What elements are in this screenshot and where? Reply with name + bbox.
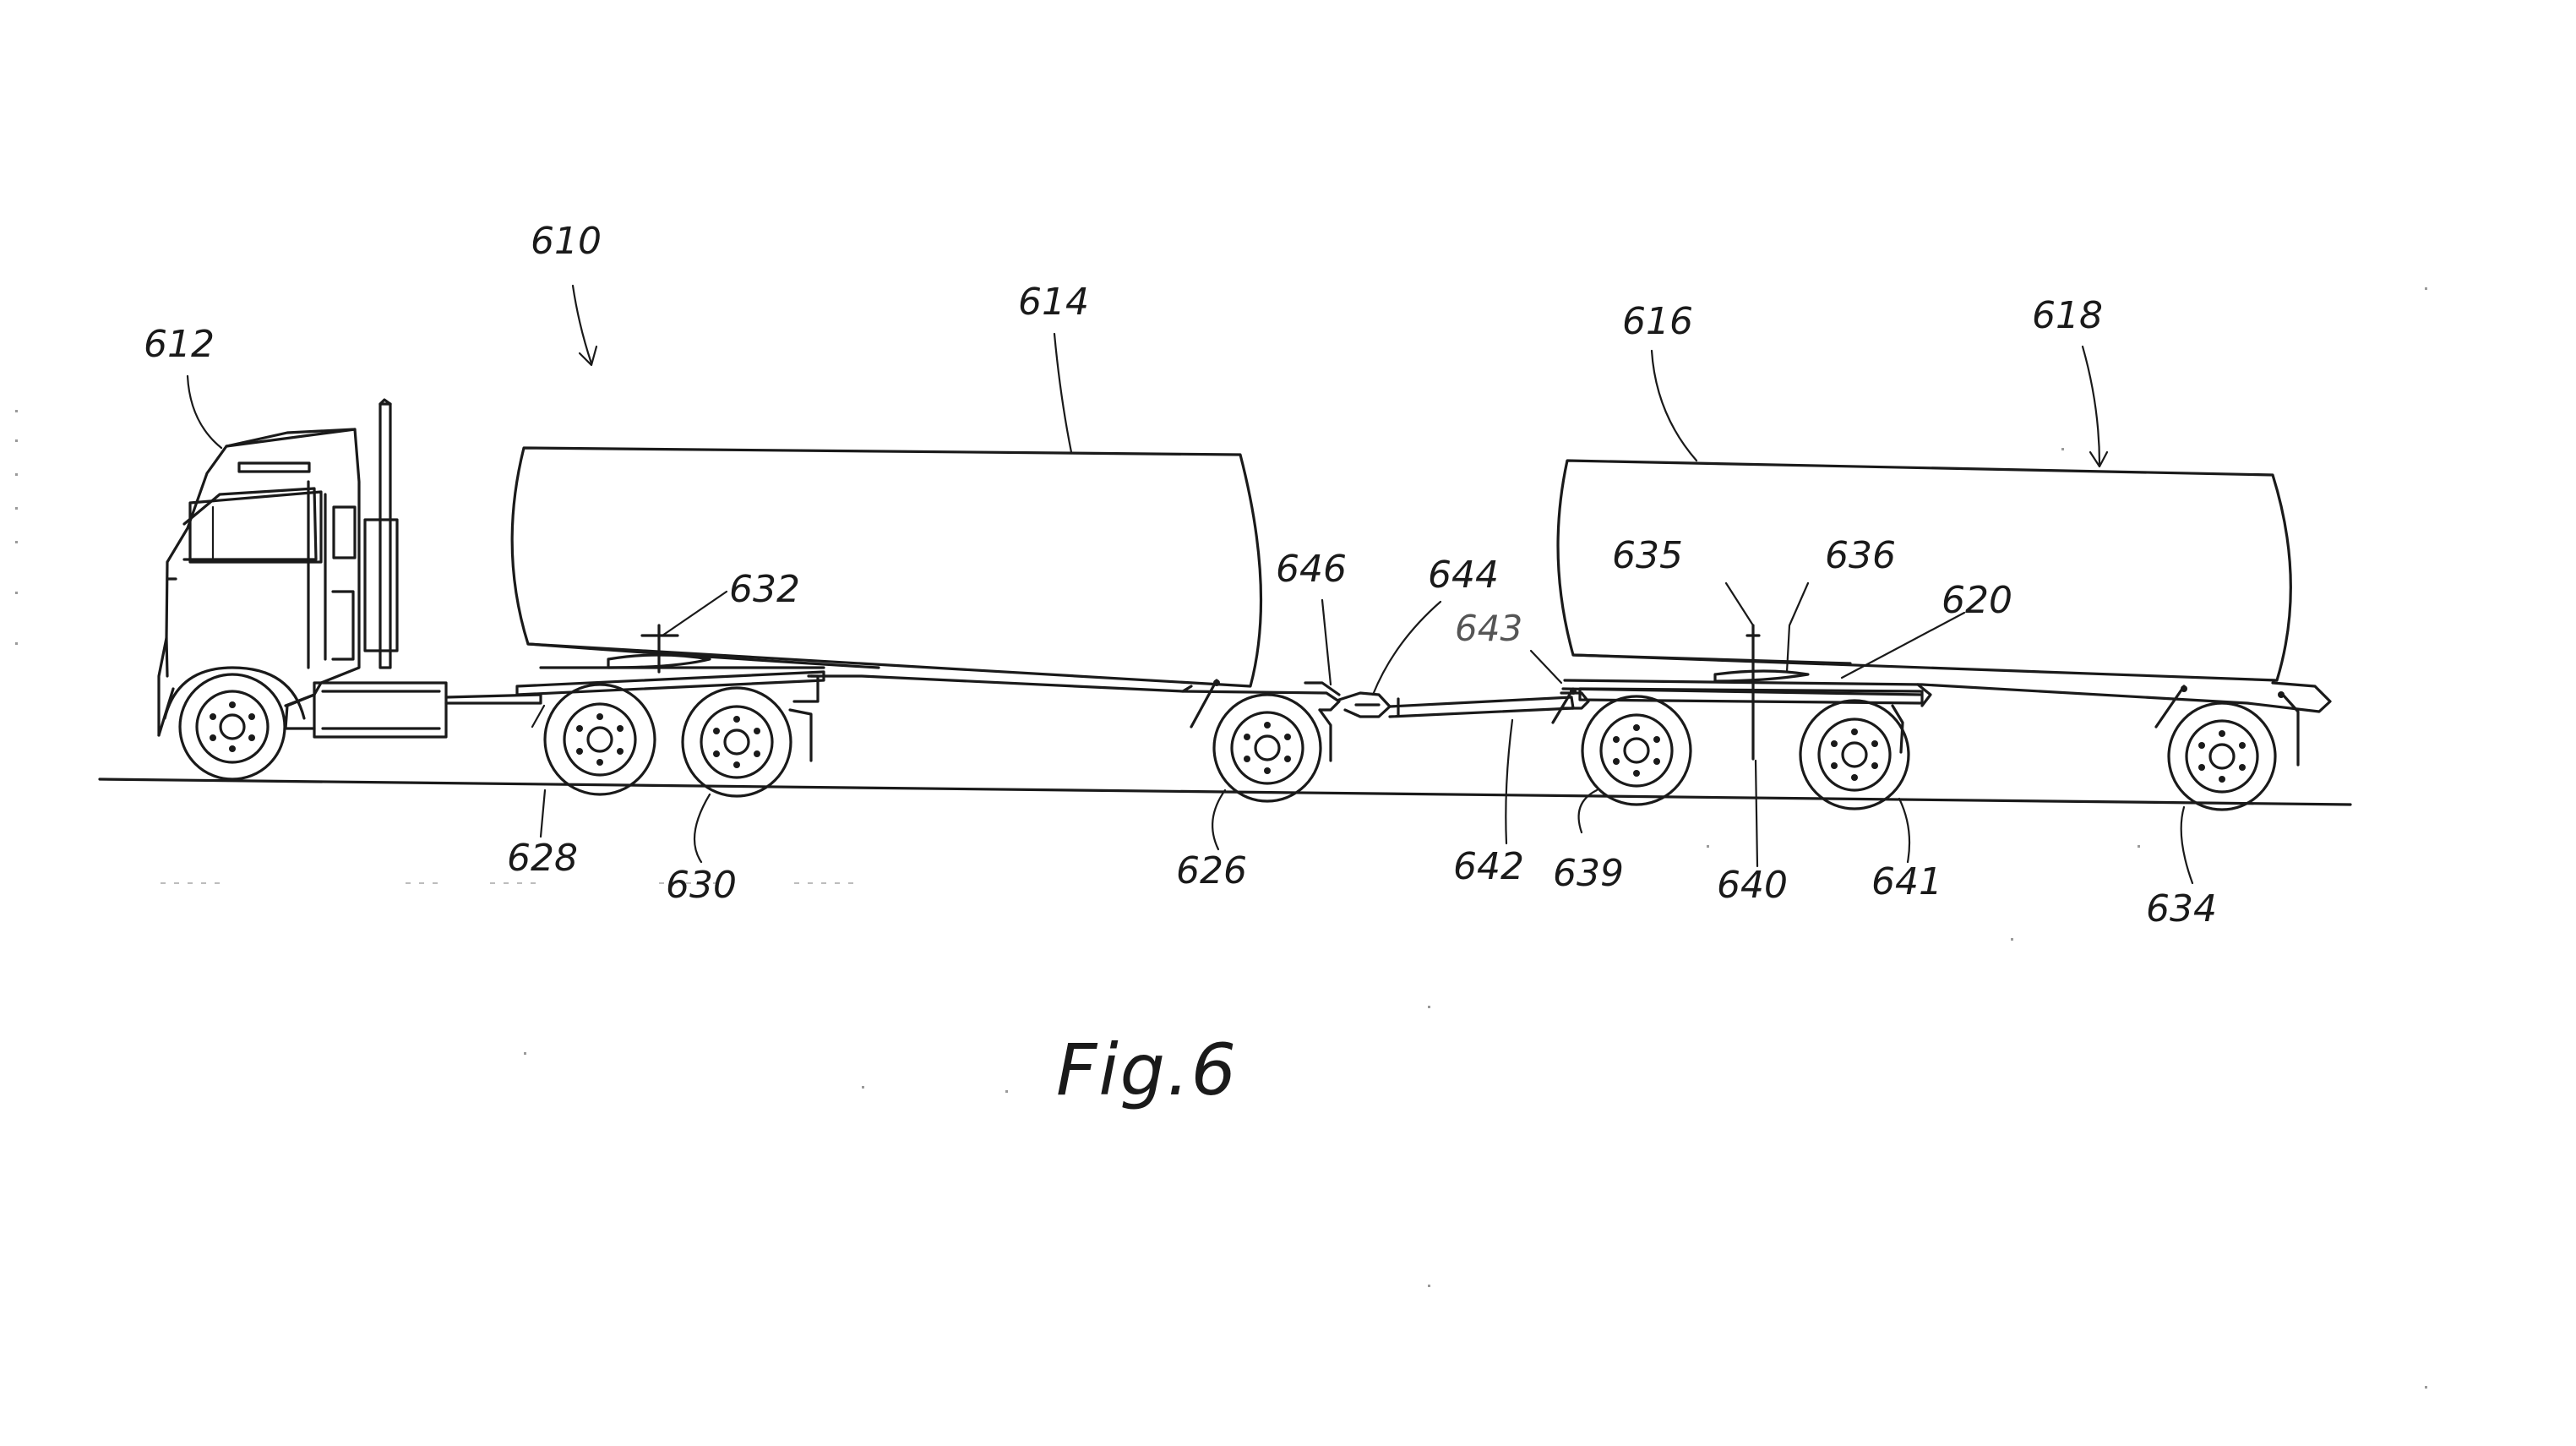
dolly-wheel-641 bbox=[1799, 699, 1910, 810]
label-640: 640 bbox=[1717, 864, 1788, 907]
label-646: 646 bbox=[1276, 548, 1347, 591]
label-639: 639 bbox=[1553, 852, 1624, 895]
label-612: 612 bbox=[144, 323, 215, 366]
drive-wheel-630 bbox=[681, 674, 820, 798]
trailer-wheel-626 bbox=[1190, 679, 1332, 803]
label-635: 635 bbox=[1612, 534, 1683, 577]
label-626: 626 bbox=[1176, 849, 1247, 892]
label-643: 643 bbox=[1455, 608, 1522, 649]
label-632: 632 bbox=[729, 568, 800, 611]
label-644: 644 bbox=[1428, 554, 1499, 597]
label-614: 614 bbox=[1018, 281, 1089, 324]
label-636: 636 bbox=[1825, 534, 1896, 577]
label-616: 616 bbox=[1622, 300, 1693, 343]
scan-specks bbox=[15, 287, 2427, 1389]
drive-wheel-628 bbox=[531, 683, 656, 796]
label-630: 630 bbox=[666, 864, 737, 907]
trailer-wheel-634 bbox=[2167, 701, 2277, 811]
label-620: 620 bbox=[1942, 579, 2012, 622]
steer-wheel bbox=[178, 673, 286, 781]
dolly-wheel-639 bbox=[1581, 695, 1692, 806]
tractor-612 bbox=[157, 398, 542, 739]
label-642: 642 bbox=[1453, 845, 1524, 888]
label-628: 628 bbox=[507, 837, 578, 880]
tank-614 bbox=[510, 446, 1341, 712]
label-618: 618 bbox=[2032, 294, 2103, 337]
leader-lines bbox=[186, 284, 2194, 885]
label-610: 610 bbox=[531, 220, 602, 263]
label-634: 634 bbox=[2146, 887, 2217, 930]
ground-line bbox=[98, 778, 2352, 806]
label-641: 641 bbox=[1871, 860, 1942, 903]
reference-labels: 610 612 614 616 618 632 646 644 643 635 … bbox=[144, 220, 2217, 930]
tank-616-618 bbox=[1551, 459, 2332, 767]
figure-caption: Fig.6 bbox=[1056, 1029, 1238, 1111]
